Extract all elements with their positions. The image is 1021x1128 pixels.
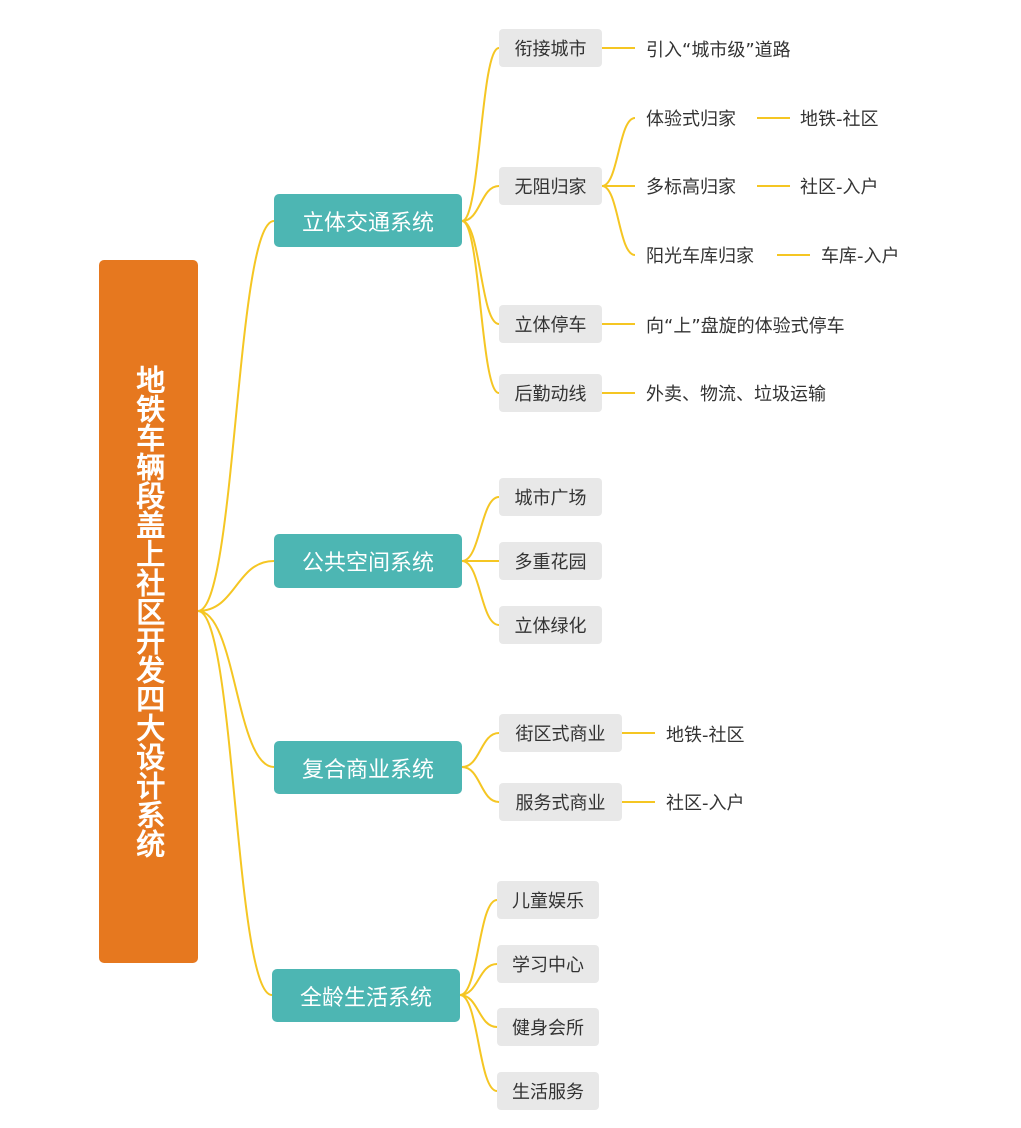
sub-label: 立体绿化 [514,616,587,637]
connector-line [461,496,500,562]
connector-line [459,963,498,996]
leaf-label: 向“上”盘旋的体验式停车 [646,316,845,337]
sub-label: 无阻归家 [514,177,587,198]
leaf-label: 社区-入户 [800,177,879,198]
connector-line [461,185,500,222]
connector-line [461,47,500,222]
sub-label: 学习中心 [512,955,584,976]
leaf-label: 地铁-社区 [800,109,879,130]
connector-line [197,560,275,612]
sub-label: 服务式商业 [515,793,606,814]
branch-node-public-space[interactable]: 公共空间系统 [274,534,462,588]
connector-line [461,560,500,626]
connector-line [601,185,636,256]
sub-label: 生活服务 [512,1082,584,1103]
connector-line [197,610,273,996]
sub-node-3d-greening[interactable]: 立体绿化 [499,606,602,644]
root-title: 地铁车辆段盖上社区开发四大设计系统 [131,365,166,858]
sub-node-life-services[interactable]: 生活服务 [497,1072,599,1110]
leaf-metro-community[interactable]: 地铁-社区 [800,105,900,131]
branch-label: 全龄生活系统 [299,985,432,1011]
leaf-city-road[interactable]: 引入“城市级”道路 [646,36,876,62]
connector-line [197,220,275,612]
connector-line [459,899,498,996]
leaf-sunny-garage-home[interactable]: 阳光车库归家 [646,242,776,268]
sub-label: 健身会所 [512,1018,584,1039]
sub-label: 儿童娱乐 [512,891,584,912]
leaf-community-entry-2[interactable]: 社区-入户 [666,789,766,815]
sub-node-3d-parking[interactable]: 立体停车 [499,305,602,343]
root-node[interactable]: 地铁车辆段盖上社区开发四大设计系统 [99,260,198,963]
sub-label: 衔接城市 [514,39,587,60]
sub-node-multi-garden[interactable]: 多重花园 [499,542,602,580]
sub-label: 街区式商业 [515,724,606,745]
sub-node-children-play[interactable]: 儿童娱乐 [497,881,599,919]
connector-line [461,766,500,803]
leaf-delivery-logistics[interactable]: 外卖、物流、垃圾运输 [646,380,876,406]
leaf-label: 体验式归家 [646,109,736,130]
leaf-label: 社区-入户 [666,793,745,814]
connector-line [197,610,275,768]
leaf-label: 阳光车库归家 [646,246,754,267]
sub-label: 多重花园 [514,552,587,573]
branch-label: 公共空间系统 [301,551,434,576]
sub-node-connect-city[interactable]: 衔接城市 [499,29,602,67]
branch-node-transport[interactable]: 立体交通系统 [274,194,462,247]
leaf-label: 外卖、物流、垃圾运输 [646,384,826,405]
leaf-label: 引入“城市级”道路 [646,40,791,61]
leaf-multi-level-home[interactable]: 多标高归家 [646,173,756,199]
branch-node-all-age-living[interactable]: 全龄生活系统 [272,969,460,1022]
connector-line [461,732,500,768]
leaf-label: 车库-入户 [821,246,900,267]
leaf-spiral-parking[interactable]: 向“上”盘旋的体验式停车 [646,312,906,338]
sub-label: 后勤动线 [514,384,587,405]
leaf-community-entry[interactable]: 社区-入户 [800,173,900,199]
leaf-label: 多标高归家 [646,177,736,198]
leaf-label: 地铁-社区 [666,725,745,746]
leaf-metro-community-2[interactable]: 地铁-社区 [666,721,766,747]
branch-label: 复合商业系统 [301,757,434,783]
sub-node-learning-center[interactable]: 学习中心 [497,945,599,983]
connector-line [459,994,498,1092]
sub-node-logistics-route[interactable]: 后勤动线 [499,374,602,412]
sub-node-barrier-free-home[interactable]: 无阻归家 [499,167,602,205]
leaf-experiential-home[interactable]: 体验式归家 [646,105,756,131]
branch-node-commerce[interactable]: 复合商业系统 [274,741,462,794]
connector-line [459,994,498,1028]
sub-label: 城市广场 [514,488,587,509]
sub-node-service-commerce[interactable]: 服务式商业 [499,783,622,821]
connector-line [601,117,636,187]
sub-node-fitness-club[interactable]: 健身会所 [497,1008,599,1046]
sub-node-city-plaza[interactable]: 城市广场 [499,478,602,516]
branch-label: 立体交通系统 [301,210,434,236]
leaf-garage-entry[interactable]: 车库-入户 [821,242,921,268]
sub-node-block-commerce[interactable]: 街区式商业 [499,714,622,752]
connector-line [461,220,500,394]
sub-label: 立体停车 [514,315,587,336]
